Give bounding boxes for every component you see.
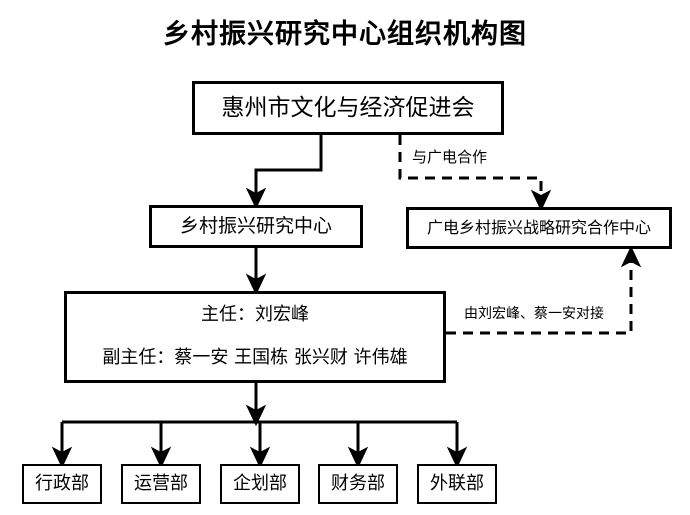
- leadership-director-label: 主任：刘宏峰: [201, 304, 309, 326]
- leadership-deputy-label: 副主任：蔡一安 王国栋 张兴财 许伟雄: [102, 347, 408, 369]
- node-department-administration[interactable]: 行政部: [22, 464, 102, 504]
- edge-association-to-partner-center: [398, 135, 552, 212]
- department-label: 财务部: [331, 472, 385, 494]
- node-association-label: 惠州市文化与经济促进会: [221, 94, 475, 121]
- node-department-planning[interactable]: 企划部: [220, 464, 300, 504]
- page-title: 乡村振兴研究中心组织机构图: [163, 19, 527, 50]
- department-label: 运营部: [134, 472, 188, 494]
- department-label: 外联部: [430, 472, 484, 494]
- department-label: 行政部: [35, 472, 89, 494]
- node-leadership[interactable]: 主任：刘宏峰 副主任：蔡一安 王国栋 张兴财 许伟雄: [64, 291, 446, 383]
- node-research-center[interactable]: 乡村振兴研究中心: [149, 205, 363, 248]
- node-department-operations[interactable]: 运营部: [121, 464, 201, 504]
- edge-label-liaison: 由刘宏峰、蔡一安对接: [464, 306, 604, 322]
- node-partner-center[interactable]: 广电乡村振兴战略研究合作中心: [406, 207, 672, 249]
- node-partner-center-label: 广电乡村振兴战略研究合作中心: [426, 218, 651, 237]
- edge-label-broadcast-cooperation: 与广电合作: [412, 148, 488, 166]
- department-label: 企划部: [233, 472, 287, 494]
- edge-association-to-research-center: [245, 135, 323, 210]
- node-department-finance[interactable]: 财务部: [318, 464, 398, 504]
- node-research-center-label: 乡村振兴研究中心: [179, 214, 332, 237]
- node-association[interactable]: 惠州市文化与经济促进会: [192, 81, 504, 135]
- node-department-liaison[interactable]: 外联部: [417, 464, 497, 504]
